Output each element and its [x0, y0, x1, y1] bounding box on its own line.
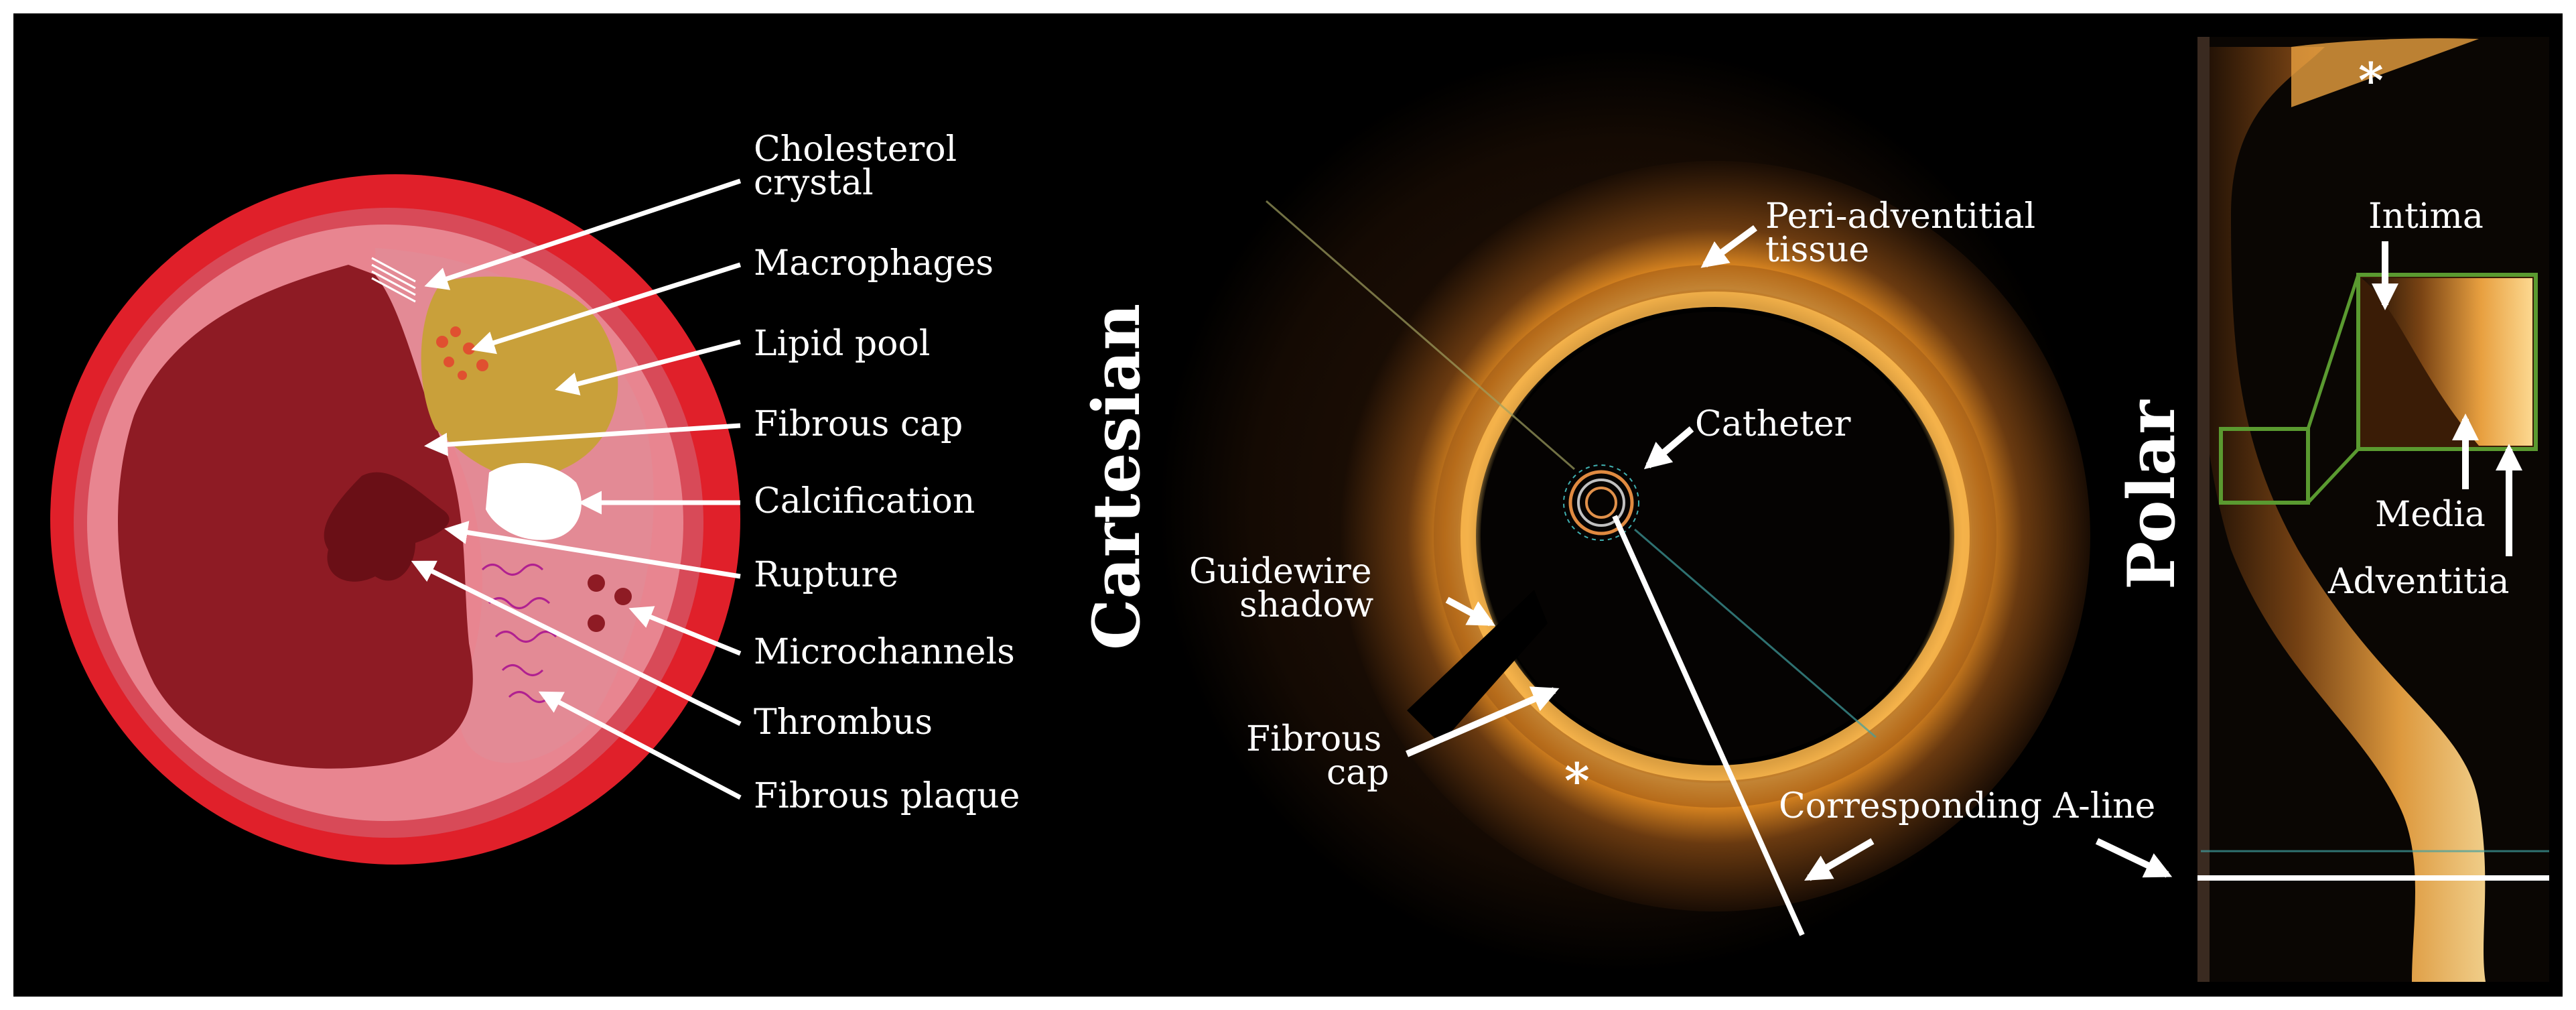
- arrow-guidewire: [1445, 596, 1496, 627]
- label-fibrous: Fibrous: [1246, 719, 1381, 759]
- arrow-fibrous-plaque: [538, 691, 742, 800]
- label-fibrous-cap: Fibrous cap: [754, 404, 963, 444]
- label-thrombus: Thrombus: [754, 702, 933, 743]
- oct-inner-wall: [1459, 290, 1972, 783]
- polar-labels: * Intima Media Adventitia: [2327, 52, 2510, 602]
- zoom-box-inset: [2362, 278, 2532, 446]
- polar-wall-band: [2197, 47, 2486, 982]
- zoom-connector-top: [2306, 274, 2360, 430]
- label-cap: cap: [1327, 753, 1389, 793]
- label-calcification: Calcification: [754, 481, 975, 521]
- label-rupture: Rupture: [754, 555, 898, 595]
- label-microchannels: Microchannels: [754, 632, 1015, 672]
- arrow-microchannels: [628, 606, 742, 656]
- cartesian-arrows: [1406, 225, 1875, 881]
- label-crystal: crystal: [754, 163, 874, 203]
- catheter-mid: [1577, 479, 1625, 527]
- arrow-catheter: [1643, 426, 1694, 470]
- catheter-outer: [1568, 470, 1634, 535]
- catheter-ring: [1563, 464, 1639, 541]
- label-cholesterol: Cholesterol: [754, 129, 957, 170]
- cartesian-labels: Peri-adventitial tissue Catheter Guidewi…: [1189, 196, 2155, 826]
- arrow-fibrous-cap: [1406, 686, 1560, 757]
- label-corresponding-aline: Corresponding A-line: [1779, 786, 2155, 826]
- arrow-fibrous-cap: [424, 423, 741, 456]
- arrow-thrombus: [411, 560, 742, 727]
- a-line: [1612, 515, 1805, 936]
- polar-top-bump: [2291, 38, 2479, 107]
- cholesterol-crystals: [371, 257, 416, 303]
- label-guidewire: Guidewire: [1189, 552, 1372, 592]
- schematic-arrows: [411, 178, 742, 800]
- label-peri-adventitial: Peri-adventitial: [1765, 196, 2035, 237]
- zoom-box-small: [2219, 427, 2310, 505]
- arrow-a-line: [1804, 838, 1875, 881]
- oct-inner-wall-glow: [1434, 265, 1996, 808]
- zoom-connector-bottom: [2307, 448, 2360, 504]
- label-media: Media: [2375, 495, 2486, 535]
- guidewire-shadow: [1407, 590, 1548, 744]
- arrow-lipid-pool: [555, 339, 741, 395]
- arrow-rupture: [444, 521, 741, 579]
- lumen: [118, 265, 473, 769]
- microchannels: [588, 574, 632, 632]
- polar-image: [2197, 37, 2549, 982]
- catheter-inner: [1585, 487, 1617, 519]
- calcification: [486, 462, 582, 540]
- polar-catheter-band: [2197, 37, 2210, 982]
- arrow-macrophages: [471, 262, 742, 355]
- oct-lumen: [1481, 312, 1950, 761]
- label-macrophages: Macrophages: [754, 243, 994, 283]
- label-tissue: tissue: [1765, 230, 1869, 270]
- cartesian-image: [1159, 47, 2090, 972]
- label-shadow: shadow: [1239, 585, 1373, 625]
- label-catheter: Catheter: [1695, 404, 1851, 444]
- lipid-pool: [421, 276, 618, 479]
- thrombus: [324, 472, 450, 582]
- scan-line-1: [1266, 200, 1575, 470]
- scan-line-2: [1634, 528, 1877, 739]
- arrow-peri-adventitial: [1700, 225, 1757, 268]
- label-cartesian-asterisk: *: [1564, 752, 1590, 809]
- cartesian-title: Cartesian: [1079, 304, 1154, 650]
- label-adventitia: Adventitia: [2327, 562, 2510, 602]
- label-fibrous-plaque: Fibrous plaque: [754, 776, 1020, 816]
- polar-arrows: [2095, 241, 2522, 878]
- arrow-cholesterol: [424, 178, 742, 290]
- label-lipid-pool: Lipid pool: [754, 324, 930, 364]
- schematic-vessel: [50, 174, 740, 865]
- schematic-labels: Cholesterol crystal Macrophages Lipid po…: [754, 129, 1020, 816]
- arrow-polar-aline: [2095, 838, 2173, 878]
- label-polar-asterisk: *: [2358, 52, 2384, 109]
- label-intima: Intima: [2368, 196, 2484, 237]
- polar-title: Polar: [2114, 399, 2189, 590]
